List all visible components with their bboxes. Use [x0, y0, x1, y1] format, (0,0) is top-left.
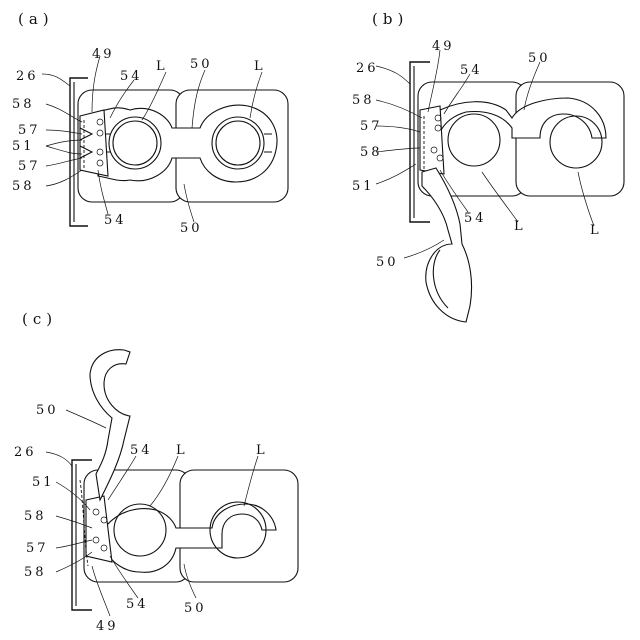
label-54-top: 54 [120, 69, 143, 84]
label-26: 26 [356, 61, 379, 76]
label-50-bot: 50 [180, 221, 203, 236]
label-L-right: L [590, 223, 602, 238]
label-58-top: 58 [352, 93, 375, 108]
label-58-top: 58 [24, 509, 47, 524]
label-26: 26 [16, 69, 39, 84]
panel-b: (b) 26 49 5 [352, 10, 624, 322]
panel-c-caption: (c) [22, 310, 57, 328]
label-54: 54 [130, 443, 153, 458]
label-50-top: 50 [36, 403, 59, 418]
housing-block-right [180, 470, 298, 582]
label-49: 49 [96, 619, 119, 634]
label-26: 26 [14, 445, 37, 460]
label-54-top: 54 [460, 63, 483, 78]
label-57: 57 [26, 541, 49, 556]
label-50-top: 50 [528, 51, 551, 66]
label-57-top: 57 [18, 123, 41, 138]
label-54-bot: 54 [126, 597, 149, 612]
label-58-bot: 58 [24, 565, 47, 580]
label-L-left: L [156, 59, 168, 74]
label-57-bot: 57 [18, 159, 41, 174]
label-58-bot: 58 [12, 179, 35, 194]
label-51: 51 [32, 475, 55, 490]
label-L-right: L [256, 443, 268, 458]
label-57: 57 [360, 119, 383, 134]
label-49: 49 [432, 39, 455, 54]
label-58-top: 58 [12, 97, 35, 112]
label-L-left: L [176, 443, 188, 458]
label-54-bot: 54 [464, 211, 487, 226]
label-50-top: 50 [190, 57, 213, 72]
label-51: 51 [12, 139, 35, 154]
label-54-bot: 54 [104, 213, 127, 228]
label-50-bot: 50 [184, 601, 207, 616]
label-50-bot: 50 [376, 255, 399, 270]
panel-c: (c) 50 26 54 [14, 310, 298, 634]
label-51: 51 [352, 179, 375, 194]
label-58-mid: 58 [360, 145, 383, 160]
label-49: 49 [92, 47, 115, 62]
panel-a: (a) [12, 10, 288, 236]
panel-a-caption: (a) [18, 10, 54, 28]
label-L-left: L [514, 219, 526, 234]
label-L-right: L [254, 59, 266, 74]
panel-b-caption: (b) [372, 10, 408, 28]
